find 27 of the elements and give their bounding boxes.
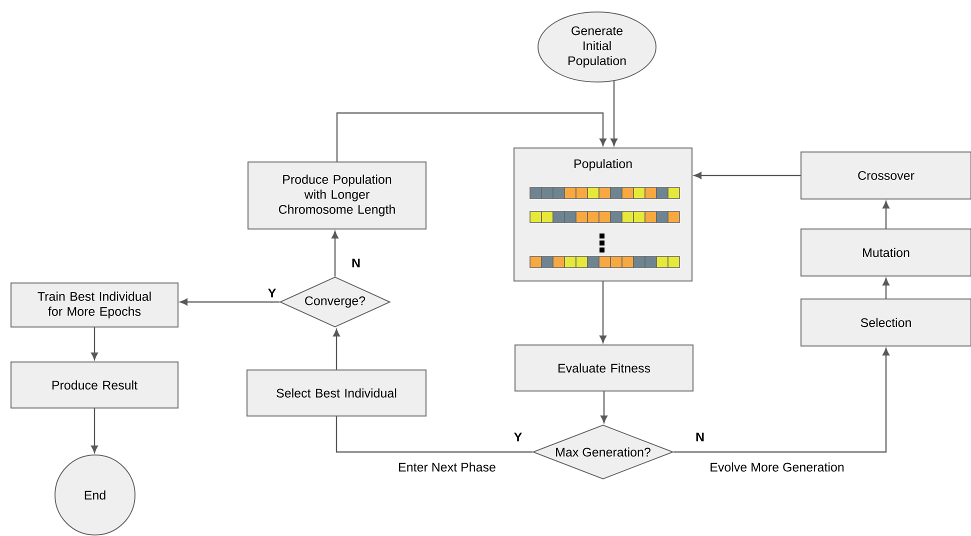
process-box: Produce Population with Longer Chromosome Length bbox=[248, 162, 426, 230]
arrow bbox=[91, 408, 98, 453]
branch-note: Enter Next Phase bbox=[399, 462, 496, 472]
edge-label: N bbox=[696, 432, 704, 442]
edge-label: Y bbox=[514, 432, 522, 442]
edge-label: Y bbox=[268, 288, 276, 298]
process-box: Mutation bbox=[800, 228, 971, 276]
arrow bbox=[336, 112, 606, 162]
arrow bbox=[600, 392, 608, 423]
arrow bbox=[333, 329, 340, 370]
arrow bbox=[91, 328, 98, 360]
process-box: Evaluate Fitness bbox=[514, 344, 694, 392]
arrow bbox=[694, 172, 800, 179]
process-box: Select Best Individual bbox=[246, 370, 426, 416]
edge-label: N bbox=[352, 258, 360, 268]
branch-note: Evolve More Generation bbox=[710, 462, 844, 472]
arrow bbox=[600, 282, 606, 343]
arrow bbox=[882, 201, 890, 228]
arrow bbox=[610, 80, 618, 146]
arrow bbox=[332, 231, 338, 276]
process-box: Train Best Individual for More Epochs bbox=[10, 282, 178, 328]
arrow bbox=[674, 348, 890, 453]
process-box: Produce Result bbox=[10, 362, 178, 408]
process-box: Crossover bbox=[800, 152, 971, 200]
arrow bbox=[180, 298, 280, 306]
process-box: Selection bbox=[800, 298, 971, 346]
arrow bbox=[882, 278, 890, 298]
